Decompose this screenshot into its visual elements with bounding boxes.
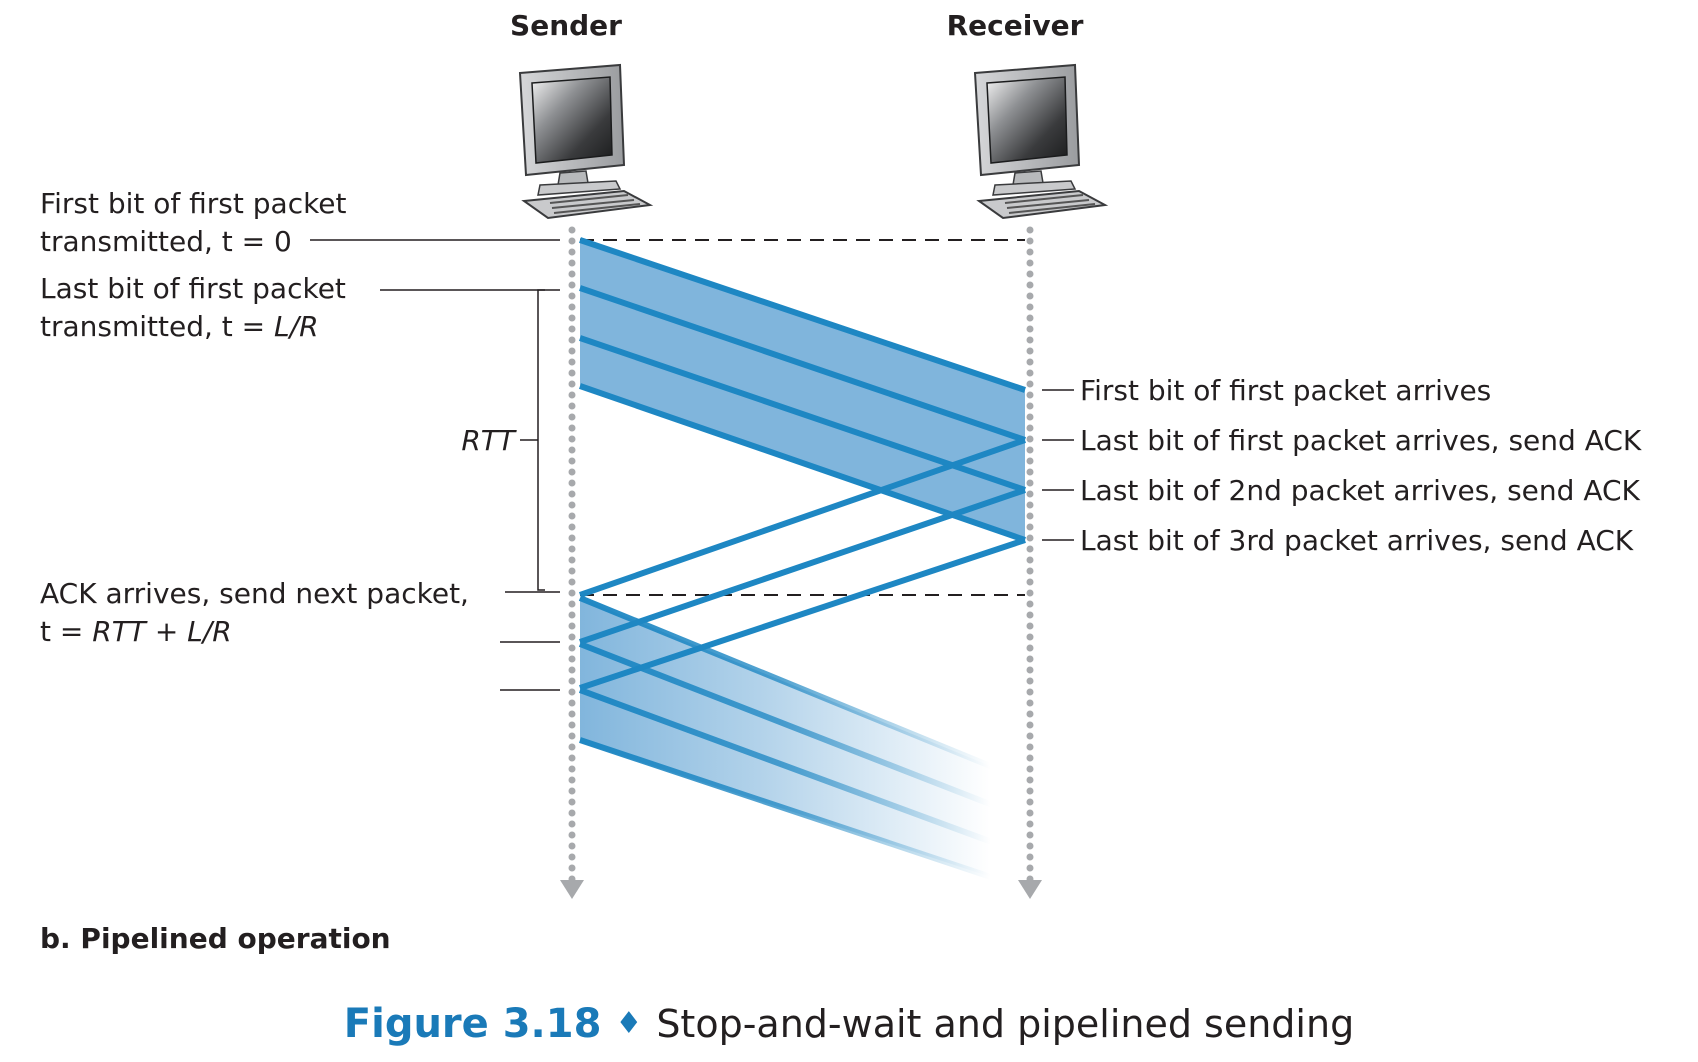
ack-arrives-label-line2: t = RTT + L/R <box>40 615 232 648</box>
first-bit-label-line2: transmitted, t = 0 <box>40 225 292 258</box>
next-packet-line-1 <box>578 595 1002 773</box>
last-bit-label-line2: transmitted, t = L/R <box>40 310 319 343</box>
ack-arrives-label-line1: ACK arrives, send next packet, <box>40 577 469 610</box>
sender-label: Sender <box>510 9 622 42</box>
receiver-annotation-3: Last bit of 2nd packet arrives, send ACK <box>1080 474 1641 507</box>
desktop-computer-icon <box>973 63 1109 220</box>
section-label: b. Pipelined operation <box>40 922 391 955</box>
receiver-annotation-1: First bit of first packet arrives <box>1080 374 1491 407</box>
next-packet-line-3 <box>578 687 1002 848</box>
ack-3-line <box>579 537 1026 691</box>
rtt-label: RTT <box>461 424 517 457</box>
ack-2-line <box>579 487 1026 645</box>
packet-window-band <box>580 238 1025 540</box>
rtt-bracket <box>537 289 545 591</box>
first-bit-label-line1: First bit of first packet <box>40 187 347 220</box>
sender-timeline-arrowhead <box>560 880 584 899</box>
receiver-label: Receiver <box>947 9 1084 42</box>
last-bit-label-line1: Last bit of first packet <box>40 272 346 305</box>
receiver-timeline-arrowhead <box>1018 880 1042 899</box>
figure-caption: Figure 3.18♦Stop-and-wait and pipelined … <box>344 1001 1354 1047</box>
receiver-annotation-4: Last bit of 3rd packet arrives, send ACK <box>1080 524 1634 557</box>
next-packet-line-2 <box>578 641 1002 811</box>
receiver-annotation-2: Last bit of first packet arrives, send A… <box>1080 424 1642 457</box>
desktop-computer-icon <box>518 63 654 220</box>
packet-1-last-bit-line <box>579 285 1026 443</box>
next-packet-line-4 <box>579 737 1001 883</box>
next-packets-band <box>580 598 1000 880</box>
packet-1-first-bit-line <box>579 237 1026 393</box>
ack-1-line <box>579 437 1026 598</box>
